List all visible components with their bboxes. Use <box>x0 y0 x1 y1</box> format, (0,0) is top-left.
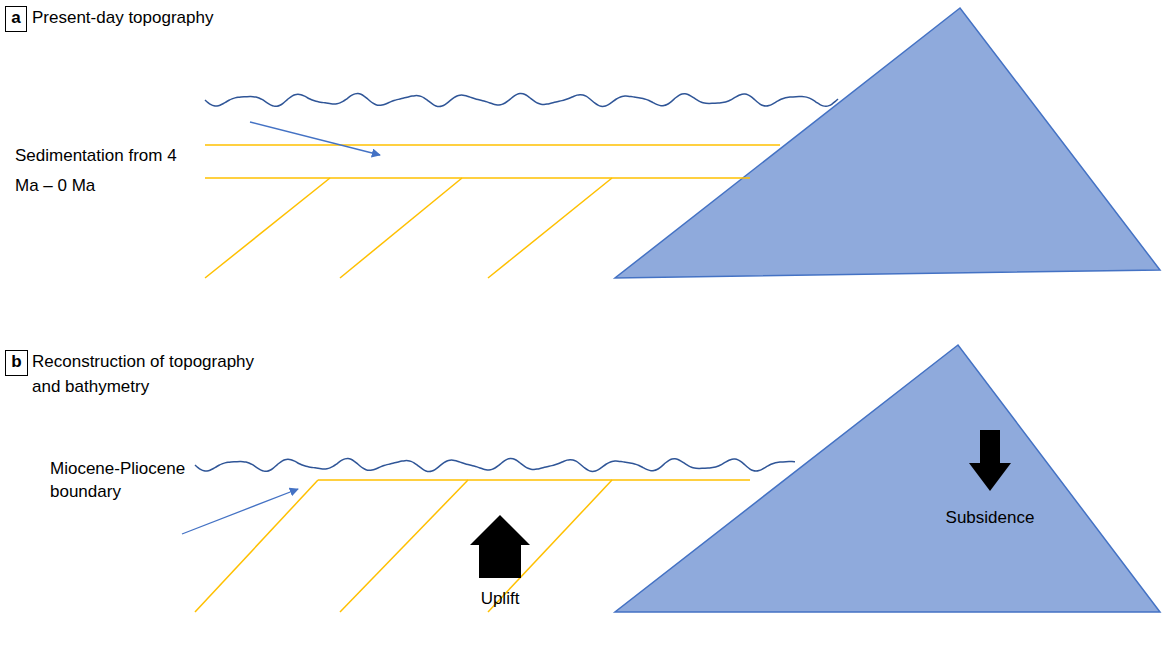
annotation: Miocene-Pliocene boundary <box>50 457 190 503</box>
leader-line <box>250 122 380 155</box>
arrow-label: Subsidence <box>946 507 1035 529</box>
panel-letter-text: a <box>11 8 20 27</box>
sea-surface <box>205 93 838 106</box>
panel-letter: a <box>5 6 27 32</box>
mountain: Subsidence <box>612 343 1162 615</box>
panel-title: Reconstruction of topography and bathyme… <box>32 349 267 399</box>
panel-title: Present-day topography <box>32 7 213 29</box>
annotation: Sedimentation from 4 Ma – 0 Ma <box>15 141 180 201</box>
uplift-arrow <box>470 515 530 578</box>
panel-letter: b <box>5 350 28 376</box>
mountain-outline <box>612 343 1162 615</box>
strata <box>205 145 780 278</box>
mountain-shape <box>615 345 1160 612</box>
leader-line <box>182 489 298 534</box>
subsidence-arrow <box>969 430 1011 491</box>
panel-letter-text: b <box>11 352 21 371</box>
arrow-label: Uplift <box>450 588 550 610</box>
mountain <box>615 8 1160 278</box>
sea-surface <box>195 458 795 471</box>
